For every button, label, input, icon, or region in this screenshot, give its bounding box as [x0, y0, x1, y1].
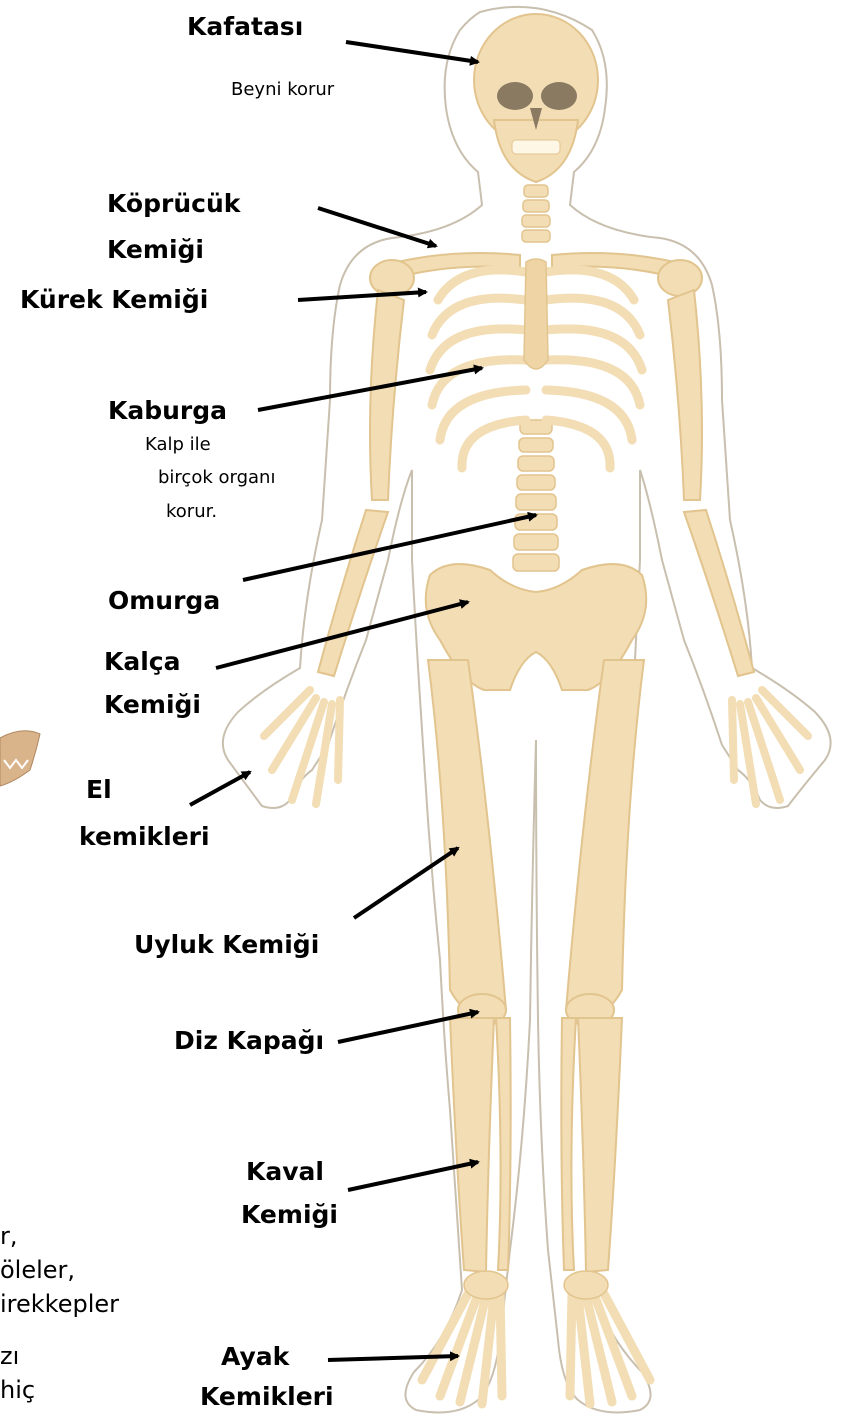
label-thigh: Uyluk Kemiği: [134, 928, 319, 962]
label-foot-line1: Ayak: [221, 1340, 289, 1374]
teeth: [512, 140, 560, 154]
label-foot-line2: Kemikleri: [200, 1380, 334, 1414]
label-shoulder-blade: Kürek Kemiği: [20, 283, 208, 317]
eye-socket-left: [497, 82, 533, 110]
label-skull: Kafatası: [187, 10, 303, 44]
label-hand-line2: kemikleri: [79, 820, 210, 854]
label-hip-line2: Kemiği: [104, 688, 201, 722]
label-knee: Diz Kapağı: [174, 1024, 324, 1058]
sternum: [524, 259, 548, 369]
cut-text-line5: hiç: [0, 1374, 35, 1407]
foot-heels: [464, 1271, 608, 1299]
label-hip-line1: Kalça: [104, 645, 181, 679]
note-rib-line3: korur.: [166, 500, 217, 523]
note-rib-line2: birçok organı: [158, 466, 275, 489]
label-hand-line1: El: [86, 773, 112, 807]
note-rib-line1: Kalp ile: [145, 433, 211, 456]
cut-text-line4: zı: [0, 1340, 19, 1373]
arrow-collarbone: [318, 208, 436, 246]
eye-socket-right: [541, 82, 577, 110]
label-collarbone-line2: Kemiği: [107, 233, 204, 267]
cropped-jaw-image: [0, 731, 40, 786]
arrow-hand: [190, 772, 250, 805]
label-shin-line2: Kemiği: [241, 1198, 338, 1232]
cut-text-line3: irekkepler: [0, 1288, 119, 1321]
label-rib: Kaburga: [108, 394, 227, 428]
label-collarbone-line1: Köprücük: [107, 187, 240, 221]
note-skull: Beyni korur: [231, 78, 334, 101]
cut-text-line2: öleler,: [0, 1254, 75, 1287]
label-spine: Omurga: [108, 584, 220, 618]
cut-text-line1: r,: [0, 1220, 18, 1253]
label-shin-line1: Kaval: [246, 1155, 324, 1189]
